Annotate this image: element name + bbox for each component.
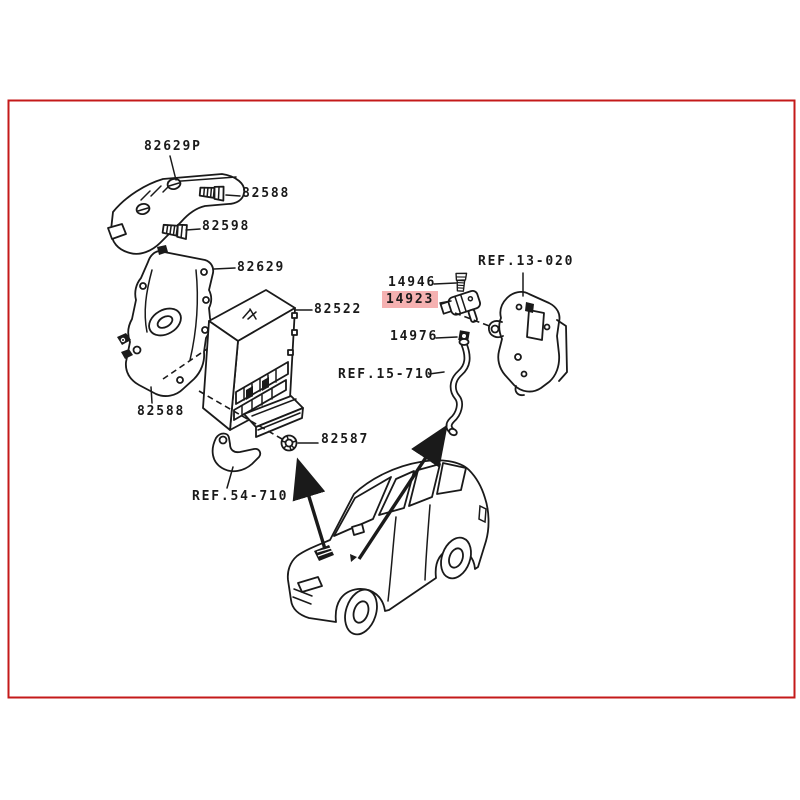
- diagram-border: [7, 99, 796, 699]
- part-label-82588-top[interactable]: 82588: [242, 186, 291, 201]
- locator-arrow-left: [292, 457, 327, 550]
- part-label-14946[interactable]: 14946: [388, 275, 437, 290]
- ref-label-54-710[interactable]: REF.54-710: [192, 489, 289, 504]
- connector-block-drawing: [243, 395, 304, 438]
- locator-arrows: [292, 424, 448, 560]
- nut-82587-drawing: [280, 434, 298, 452]
- ref-label-15-710[interactable]: REF.15-710: [338, 367, 435, 382]
- part-label-82629[interactable]: 82629: [237, 260, 286, 275]
- part-label-82629p[interactable]: 82629P: [144, 139, 202, 154]
- ref-label-13-020[interactable]: REF.13-020: [478, 254, 575, 269]
- part-label-14976[interactable]: 14976: [390, 329, 439, 344]
- part-location-marker: [314, 545, 357, 562]
- vehicle-outline-drawing: [286, 459, 490, 636]
- ecu-82522-drawing: [202, 289, 298, 431]
- vacuum-pipe-drawing: [445, 338, 471, 437]
- part-label-82522[interactable]: 82522: [314, 302, 363, 317]
- part-label-14923-highlighted[interactable]: 14923: [382, 291, 439, 308]
- part-label-82598[interactable]: 82598: [202, 219, 251, 234]
- bracket-ref54-drawing: [211, 432, 262, 473]
- sensor-14923-drawing: [439, 289, 481, 323]
- bracket-82629-drawing: [117, 245, 215, 397]
- bracket-ref13-drawing: [488, 291, 568, 397]
- part-label-82587[interactable]: 82587: [321, 432, 370, 447]
- leader-lines: [150, 155, 524, 489]
- bolt-14946-drawing: [454, 272, 468, 292]
- part-label-82588-left[interactable]: 82588: [137, 404, 186, 419]
- locator-arrow-right: [357, 424, 448, 560]
- assembly-dashed-lines: [162, 312, 493, 440]
